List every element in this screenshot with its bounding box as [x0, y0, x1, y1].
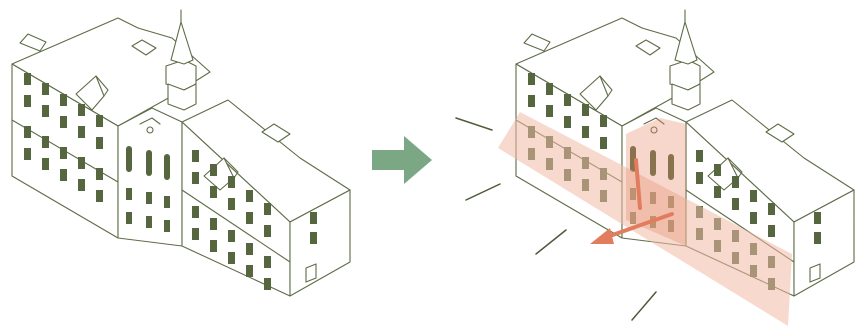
motion-line — [466, 184, 500, 200]
arrow-right-icon — [372, 136, 432, 184]
motion-line — [632, 292, 656, 320]
motion-line — [536, 230, 566, 254]
motion-line — [456, 118, 492, 130]
building-before — [12, 10, 350, 296]
